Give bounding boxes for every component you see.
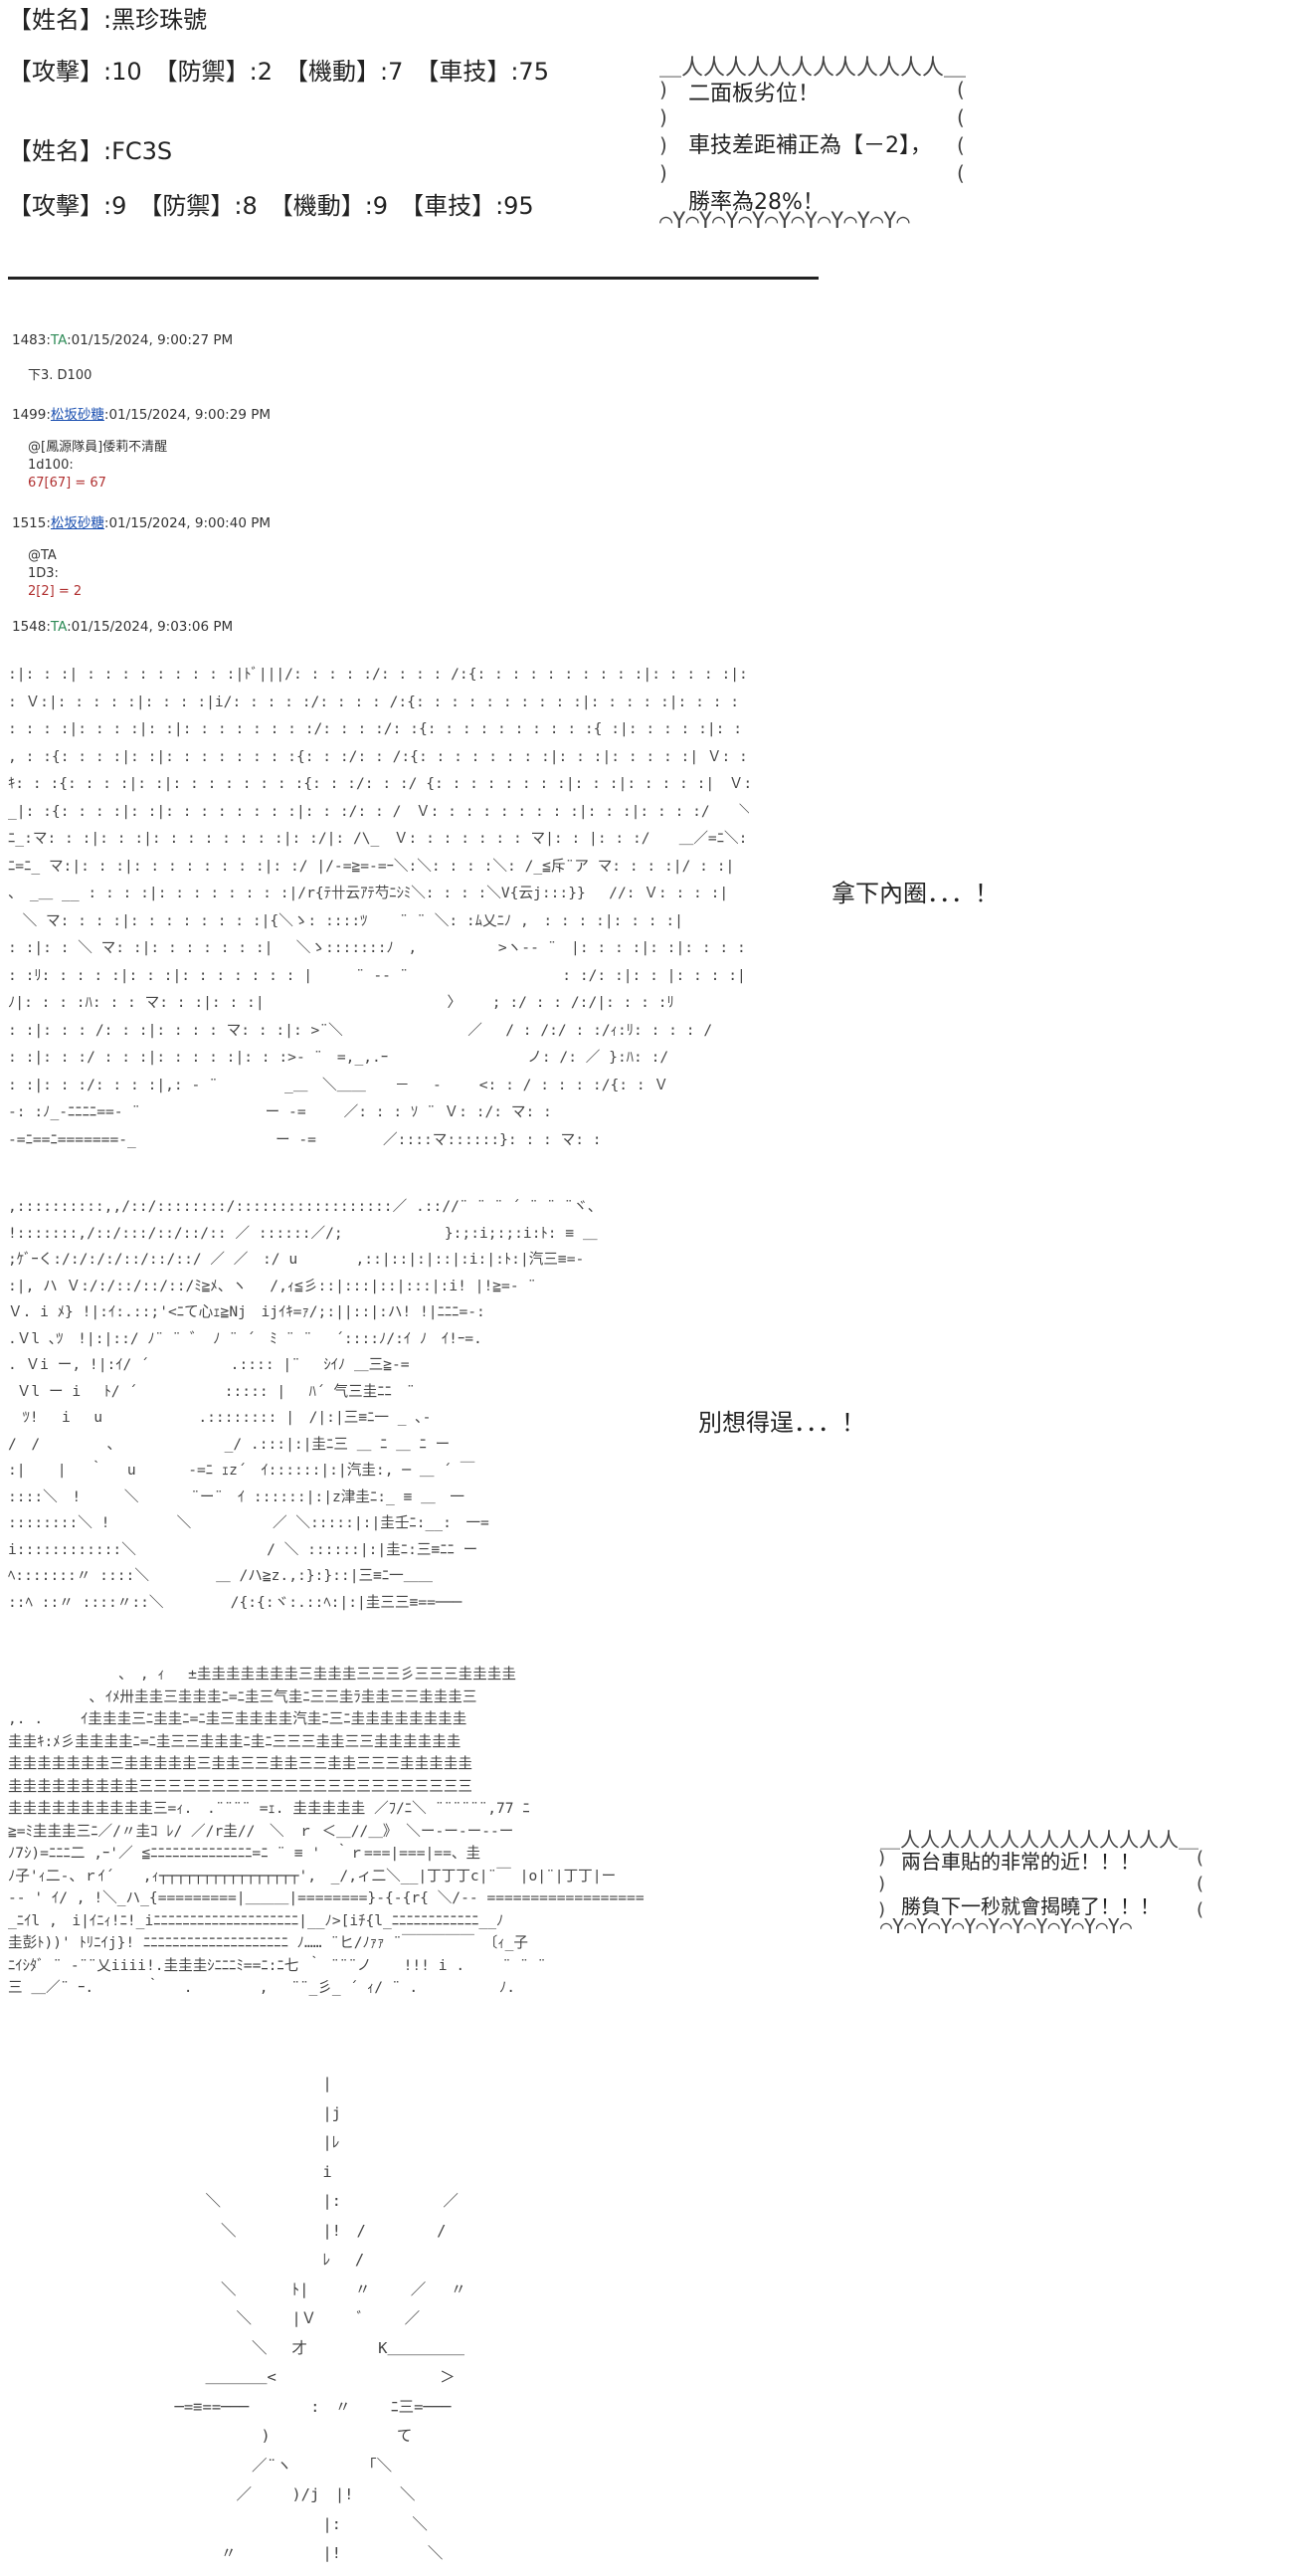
post-body-line: 下3. D100 (28, 368, 92, 383)
bubble-line-2: 勝負下一秒就會揭曉了！！！ (901, 1894, 1160, 1918)
bubble-top-border: ＿人人人人人人人人人人人人人人＿ (880, 1828, 1199, 1852)
post-time: :01/15/2024, 9:00:40 PM (103, 515, 271, 531)
ascii-art-impact-burst: | |j |ﾚ i ＼ |: ／ ＼ |! / / ﾚ / ＼ ﾄ| 〃 ／ 〃… (174, 2075, 466, 2562)
post-author[interactable]: TA (50, 619, 68, 635)
post-header: 1499:松坂砂糖:01/15/2024, 9:00:29 PM (12, 407, 271, 423)
caption-not-letting: 別想得逞．．．！ (698, 1409, 865, 1437)
caption-inside-line: 拿下內圈．．．！ (831, 880, 999, 907)
bubble-line-1: 二面板劣位！ (688, 82, 821, 106)
post-id: 1499 (12, 407, 47, 423)
post-author[interactable]: TA (50, 332, 68, 348)
ascii-art-rival-face: ,::::::::::,,/::/::::::::/::::::::::::::… (8, 1198, 605, 1611)
section-divider (8, 277, 819, 280)
post-body-line: 1d100: (28, 458, 74, 473)
bubble-bottom-border: ⌒Y⌒Y⌒Y⌒Y⌒Y⌒Y⌒Y⌒Y⌒Y⌒Y⌒ (880, 1914, 1132, 1938)
post-id: 1548 (12, 619, 47, 635)
post-header: 1548:TA:01/15/2024, 9:03:06 PM (12, 619, 234, 635)
car2-stats: 【攻擊】:9 【防禦】:8 【機動】:9 【車技】:95 (8, 192, 534, 220)
ascii-art-driver-face: :|: : :| : : : : : : : : :|ﾄﾞ|||/: : : :… (8, 666, 749, 1148)
bubble-left-edge: ) ) ) ) (659, 78, 667, 185)
car1-name: 【姓名】:黑珍珠號 (8, 6, 208, 34)
post-header: 1515:松坂砂糖:01/15/2024, 9:00:40 PM (12, 515, 271, 531)
ascii-art-cars: 、 , ｨ ±圭圭圭圭圭圭圭三圭圭圭三三三彡三三三圭圭圭圭 ､ ｲﾒ卅圭圭三圭圭… (8, 1666, 645, 1996)
post-author-link[interactable]: 松坂砂糖 (50, 407, 104, 423)
bubble-line-3: 勝率為28%！ (688, 190, 825, 215)
bubble-bottom-border: ⌒Y⌒Y⌒Y⌒Y⌒Y⌒Y⌒Y⌒Y⌒Y⌒ (659, 209, 910, 234)
post-body-line: @TA (28, 548, 57, 563)
post-id: 1515 (12, 515, 47, 531)
post-body-line: @[鳳源隊員]倭莉不清醒 (28, 440, 168, 455)
post-time: :01/15/2024, 9:03:06 PM (67, 619, 234, 635)
bubble-line-2: 車技差距補正為【－2】， (688, 133, 932, 158)
bubble-line-1: 兩台車貼的非常的近！！！ (901, 1850, 1140, 1874)
post-id: 1483 (12, 332, 47, 348)
bubble-right-edge: ( ( ( (1197, 1848, 1204, 1920)
post-time: :01/15/2024, 9:00:27 PM (67, 332, 234, 348)
post-time: :01/15/2024, 9:00:29 PM (103, 407, 271, 423)
car2-name: 【姓名】:FC3S (8, 137, 173, 165)
post-header: 1483:TA:01/15/2024, 9:00:27 PM (12, 332, 234, 348)
bubble-top-border: ＿人人人人人人人人人人人人＿ (659, 56, 967, 81)
dice-result: 2[2] = 2 (28, 584, 83, 599)
post-body-line: 1D3: (28, 566, 59, 581)
dice-result: 67[67] = 67 (28, 476, 106, 491)
bubble-left-edge: ) ) ) (878, 1848, 886, 1920)
post-author-link[interactable]: 松坂砂糖 (50, 515, 104, 531)
bubble-right-edge: ( ( ( ( (957, 78, 965, 185)
car1-stats: 【攻擊】:10 【防禦】:2 【機動】:7 【車技】:75 (8, 58, 549, 86)
